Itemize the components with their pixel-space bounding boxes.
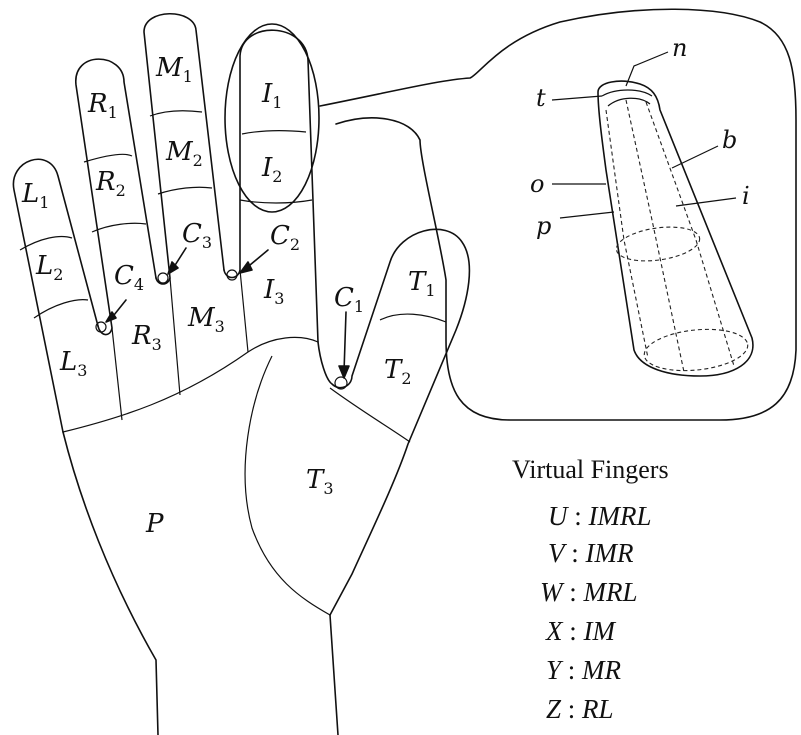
middle-divider-1 — [150, 111, 202, 116]
c3-marker — [158, 273, 168, 283]
middle-divider-2 — [158, 187, 212, 194]
palm-crease-right — [330, 388, 410, 442]
legend: Virtual Fingers U : IMRL V : IMR W : MRL… — [512, 455, 669, 724]
little-divider-1 — [20, 237, 72, 251]
detail-label-t: t — [536, 84, 546, 112]
finger-detail — [552, 52, 753, 376]
finger-nail-edge-2 — [608, 98, 650, 106]
leader-p — [560, 212, 614, 218]
segment-labels: L1 L2 L3 R1 R2 R3 M1 M2 M3 I1 I2 I3 T1 T… — [21, 53, 436, 539]
leader-t — [552, 96, 602, 100]
label-T1: T1 — [408, 267, 436, 300]
middle-base-line — [240, 270, 248, 352]
label-C3: C3 — [182, 219, 212, 252]
little-base-line — [112, 328, 122, 420]
leader-n — [626, 52, 668, 86]
label-M3: M3 — [187, 303, 225, 336]
index-divider-1 — [242, 131, 306, 134]
label-M2: M2 — [165, 137, 203, 170]
label-L3: L3 — [59, 347, 87, 380]
legend-row-z: Z : RL — [546, 694, 614, 724]
label-L2: L2 — [35, 251, 63, 284]
little-divider-2 — [34, 300, 88, 318]
thumb-divider-1 — [380, 314, 446, 322]
finger-dash-right — [646, 102, 734, 366]
legend-row-v: V : IMR — [548, 538, 634, 568]
label-P: P — [145, 509, 164, 539]
label-I1: I1 — [261, 79, 282, 112]
c2-arrowhead — [240, 262, 252, 273]
finger-dash-left — [606, 110, 648, 358]
legend-row-u: U : IMRL — [548, 501, 652, 531]
finger-dash-base — [642, 325, 750, 376]
label-T2: T2 — [384, 355, 412, 388]
label-I3: I3 — [263, 275, 284, 308]
legend-row-y: Y : MR — [546, 655, 622, 685]
c1-arrow — [344, 312, 346, 372]
label-I2: I2 — [261, 153, 282, 186]
finger-dash-ring — [614, 222, 702, 265]
detail-label-p: p — [536, 212, 551, 240]
label-R1: R1 — [87, 89, 118, 122]
label-T3: T3 — [306, 465, 334, 498]
detail-label-b: b — [722, 126, 737, 154]
detail-label-n: n — [672, 34, 687, 62]
legend-row-w: W : MRL — [540, 577, 638, 607]
ring-divider-2 — [92, 223, 146, 232]
legend-row-x: X : IM — [545, 616, 617, 646]
palm-left-outline — [63, 432, 158, 735]
c2-marker — [227, 270, 237, 280]
legend-title: Virtual Fingers — [512, 455, 669, 484]
leader-i — [676, 198, 736, 206]
label-R3: R3 — [131, 321, 162, 354]
ring-divider-1 — [84, 154, 132, 162]
wrist-right-outline — [330, 615, 338, 735]
label-C1: C1 — [334, 283, 364, 316]
finger-dash-mid — [626, 100, 684, 372]
c1-arrowhead — [339, 366, 349, 378]
label-C4: C4 — [114, 261, 144, 294]
label-C2: C2 — [270, 221, 300, 254]
detail-label-o: o — [530, 170, 544, 198]
label-R2: R2 — [95, 167, 126, 200]
finger-nail-edge — [602, 90, 652, 96]
label-M1: M1 — [155, 53, 193, 86]
ring-base-line — [170, 278, 180, 395]
detail-label-i: i — [742, 182, 750, 210]
palm-crease — [63, 337, 318, 432]
finger-detail-labels: n t b o i p — [530, 34, 750, 240]
label-L1: L1 — [21, 179, 49, 212]
